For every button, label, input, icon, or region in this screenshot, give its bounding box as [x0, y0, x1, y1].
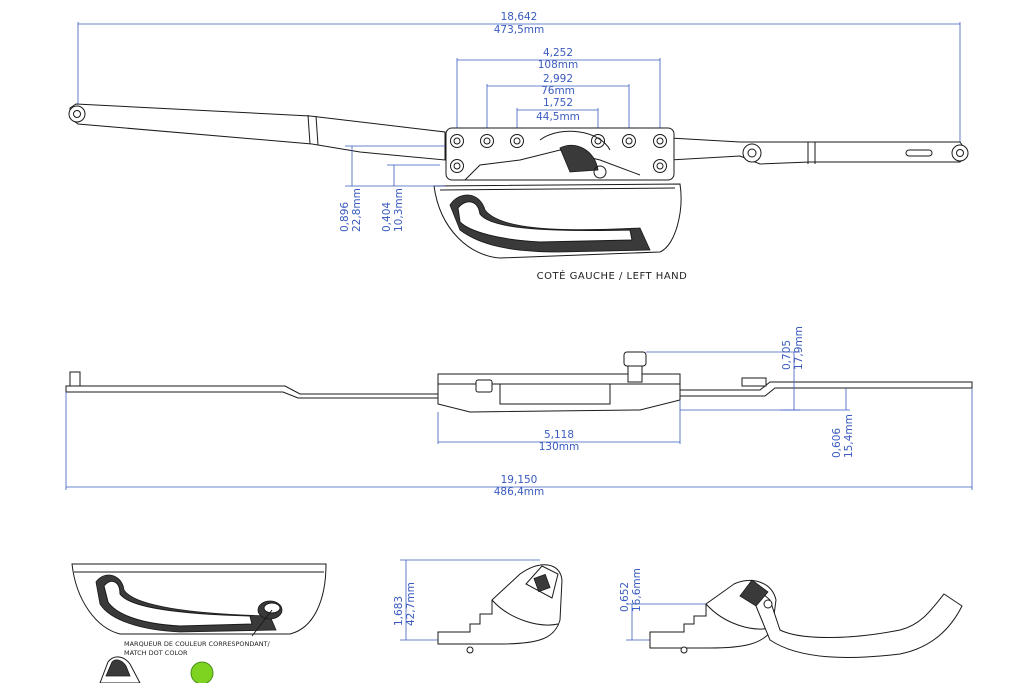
offset-b-mm: 10,3mm [393, 188, 405, 232]
drop-dimension: 0,606 15,4mm [780, 388, 855, 458]
height-mm: 17,9mm [793, 326, 805, 370]
color-marker-note-line2: MATCH DOT COLOR [124, 649, 188, 657]
handle-folded-inches: 1,683 [393, 596, 405, 626]
outer-spacing-inches: 4,252 [543, 47, 573, 59]
handle-open-mm: 16,6mm [631, 568, 643, 612]
side-overall-inches: 19,150 [501, 474, 538, 486]
middle-spacing-inches: 2,992 [543, 73, 573, 85]
offset-b-inches: 0,404 [381, 202, 393, 232]
outer-spacing-mm: 108mm [538, 59, 579, 71]
top-view: 18,642 473,5mm 4,252 108mm 2,992 76mm 1,… [68, 11, 969, 282]
handle-folded-mm: 42,7mm [405, 582, 417, 626]
height-dimension: 0,705 17,9mm [646, 326, 805, 411]
outer-hole-spacing-dimension: 4,252 108mm [456, 47, 661, 138]
overall-length-inches: 18,642 [501, 11, 538, 23]
color-marker-detail: MARQUEUR DE COULEUR CORRESPONDANT/ MATCH… [71, 563, 327, 683]
overall-length-mm: 473,5mm [494, 24, 545, 36]
drop-mm: 15,4mm [843, 414, 855, 458]
color-marker-note-line1: MARQUEUR DE COULEUR CORRESPONDANT/ [124, 640, 271, 648]
handle-open-inches: 0,652 [619, 582, 631, 612]
middle-spacing-mm: 76mm [541, 85, 575, 97]
side-overall-dimension: 19,150 486,4mm [65, 388, 973, 498]
overall-length-dimension: 18,642 473,5mm [77, 11, 961, 150]
side-arm-right [679, 377, 973, 397]
drop-inches: 0,606 [831, 428, 843, 458]
color-match-dot [190, 661, 214, 683]
inner-spacing-inches: 1,752 [543, 97, 573, 109]
handle-cover [433, 183, 682, 259]
arm-offset-dimensions: 0,896 22,8mm 0,404 10,3mm [339, 145, 445, 232]
base-length-dimension: 5,118 130mm [437, 400, 681, 453]
handle-folded-detail: 1,683 42,7mm [393, 559, 563, 654]
offset-a-mm: 22,8mm [351, 188, 363, 232]
handle-open-detail: 0,652 16,6mm [619, 568, 963, 658]
offset-a-inches: 0,896 [339, 202, 351, 232]
mounting-holes [450, 134, 667, 173]
long-arm [68, 103, 446, 161]
side-operator-body [437, 351, 681, 413]
height-inches: 0,705 [781, 340, 793, 370]
side-overall-mm: 486,4mm [494, 486, 545, 498]
left-hand-caption: COTÉ GAUCHE / LEFT HAND [537, 269, 688, 282]
side-arm-left [65, 371, 439, 399]
base-plate [445, 127, 675, 181]
short-arm [669, 137, 969, 165]
base-length-inches: 5,118 [544, 429, 574, 441]
base-length-mm: 130mm [539, 441, 580, 453]
inner-hole-spacing-dimension: 1,752 44,5mm [516, 97, 599, 138]
inner-spacing-mm: 44,5mm [536, 111, 580, 123]
side-view: 0,705 17,9mm 5,118 130mm 0,606 15,4mm 19… [65, 326, 973, 498]
